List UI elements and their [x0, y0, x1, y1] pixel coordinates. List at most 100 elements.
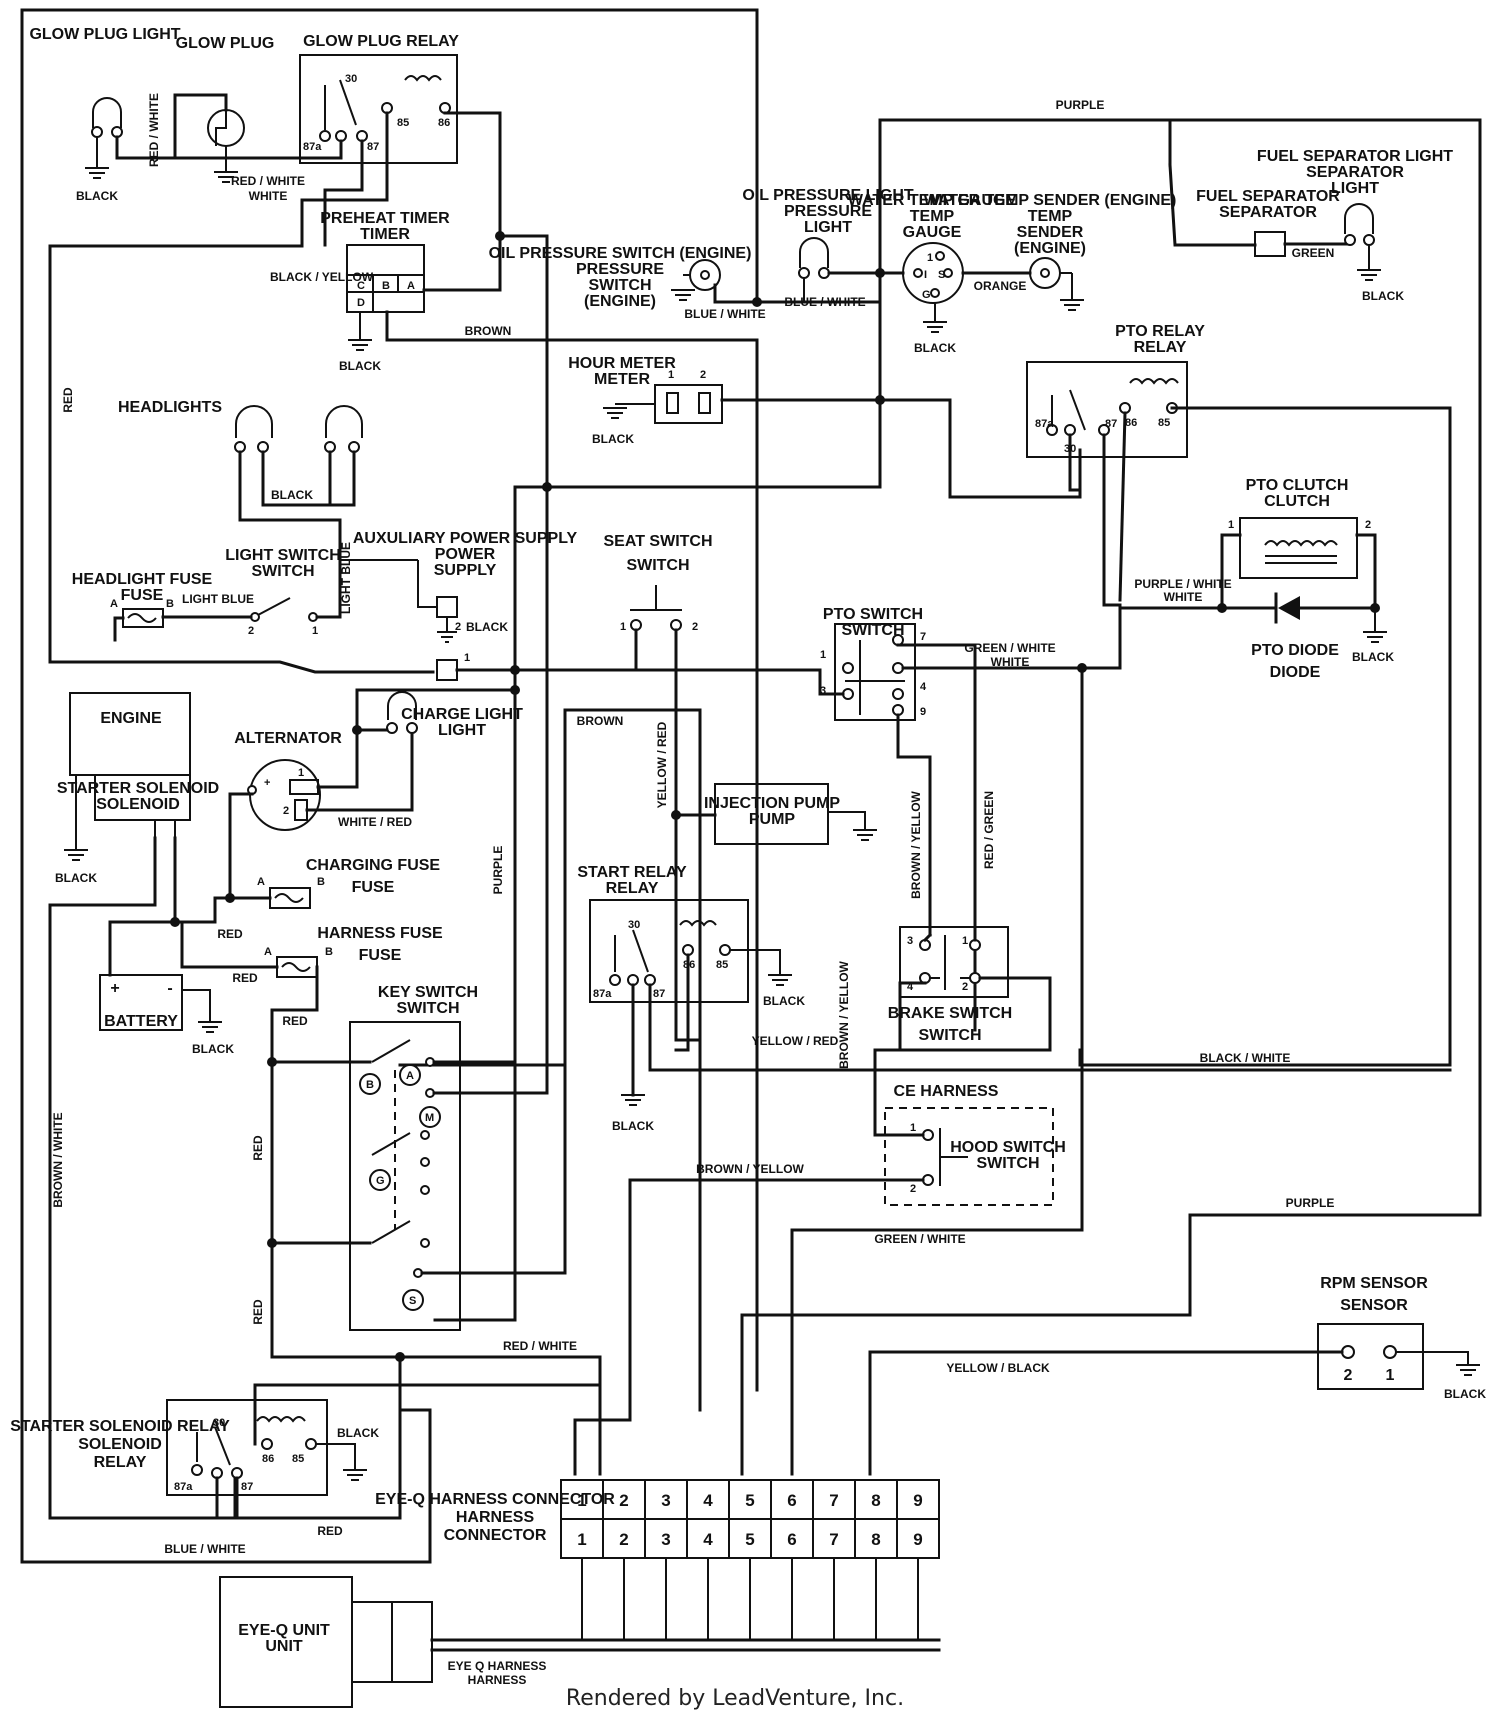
- rpm-sensor-box: [1317, 1323, 1424, 1390]
- svg-text:85: 85: [716, 959, 728, 971]
- svg-text:BLACK: BLACK: [192, 1042, 234, 1056]
- auxiliary-power-supply: AUXULIARY POWER SUPPLY POWER SUPPLY 2 BL…: [340, 530, 577, 681]
- oil-pressure-light-label: OIL PRESSURE LIGHT: [742, 187, 914, 204]
- engine-label: ENGINE: [100, 710, 162, 727]
- charge-light-label: CHARGE LIGHT: [401, 706, 523, 723]
- ground-icon: [64, 849, 88, 861]
- coil-icon: [679, 920, 717, 927]
- svg-text:BLUE / WHITE: BLUE / WHITE: [164, 1542, 245, 1556]
- ce-harness-label: CE HARNESS: [894, 1083, 999, 1100]
- lamp-icon: [92, 97, 122, 128]
- svg-text:SUPPLY: SUPPLY: [434, 562, 497, 579]
- svg-text:B: B: [317, 876, 325, 888]
- seat-switch: SEAT SWITCH SWITCH 1 2 YELLOW / RED: [603, 533, 713, 1042]
- svg-text:PRESSURE: PRESSURE: [784, 203, 872, 220]
- svg-text:BROWN / YELLOW: BROWN / YELLOW: [837, 960, 851, 1068]
- ce-harness: CE HARNESS 1 2 HOOD SWITCH SWITCH BROWN …: [573, 1048, 1066, 1476]
- svg-text:YELLOW / BLACK: YELLOW / BLACK: [946, 1361, 1050, 1375]
- preheat-timer-label: PREHEAT TIMER: [320, 210, 450, 227]
- wire-label-black: BLACK: [76, 189, 118, 203]
- key-switch-label: KEY SWITCH: [378, 984, 478, 1001]
- wire-label-brown-white: BROWN / WHITE: [51, 1112, 65, 1207]
- ground-icon: [437, 631, 457, 643]
- eye-q-harness-label: EYE Q HARNESS: [448, 1659, 547, 1673]
- svg-text:BLUE / WHITE: BLUE / WHITE: [684, 307, 765, 321]
- ce-harness-box: [884, 1107, 1054, 1206]
- svg-text:86: 86: [262, 1453, 274, 1465]
- svg-text:HARNESS: HARNESS: [468, 1673, 527, 1687]
- svg-text:SENDER: SENDER: [1017, 224, 1084, 241]
- wire-label-red-left: RED: [61, 387, 75, 413]
- svg-text:9: 9: [920, 706, 926, 718]
- glow-plug-label: GLOW PLUG: [176, 35, 275, 52]
- wire-label-red-white-2: WHITE: [249, 189, 288, 203]
- svg-text:TEMP: TEMP: [910, 208, 955, 225]
- svg-text:A: A: [257, 876, 265, 888]
- ground-icon: [214, 171, 238, 183]
- svg-text:GAUGE: GAUGE: [903, 224, 962, 241]
- svg-text:METER: METER: [594, 371, 650, 388]
- svg-text:A: A: [264, 946, 272, 958]
- lamp-icon: [235, 405, 273, 438]
- svg-text:GREEN / WHITE: GREEN / WHITE: [964, 641, 1055, 655]
- ground-icon: [768, 974, 792, 986]
- svg-text:3: 3: [907, 935, 913, 947]
- svg-text:2: 2: [700, 369, 706, 381]
- svg-text:BLACK: BLACK: [55, 871, 97, 885]
- svg-text:YELLOW / RED: YELLOW / RED: [655, 721, 669, 808]
- lamp-icon: [325, 405, 363, 438]
- light-switch-label: LIGHT SWITCH: [225, 547, 341, 564]
- svg-text:87a: 87a: [174, 1481, 193, 1493]
- aux-connector: [436, 596, 458, 618]
- relay-box: [299, 54, 458, 164]
- svg-text:GREEN / WHITE: GREEN / WHITE: [874, 1232, 965, 1246]
- svg-text:SEPARATOR: SEPARATOR: [1306, 164, 1404, 181]
- glow-plug: GLOW PLUG RED / WHITE WHITE: [176, 35, 305, 203]
- svg-text:SWITCH: SWITCH: [841, 622, 904, 639]
- injection-pump: INJECTION PUMP PUMP: [674, 783, 877, 845]
- svg-text:1: 1: [668, 369, 674, 381]
- svg-text:1: 1: [1228, 519, 1234, 531]
- connector-pin-label: 5: [745, 1491, 754, 1510]
- seat-switch-label: SEAT SWITCH: [603, 533, 712, 550]
- svg-text:87: 87: [241, 1481, 253, 1493]
- svg-text:30: 30: [628, 919, 640, 931]
- oil-pressure-switch-label: OIL PRESSURE SWITCH (ENGINE): [489, 245, 752, 262]
- svg-text:WHITE: WHITE: [991, 655, 1030, 669]
- svg-text:SENSOR: SENSOR: [1340, 1297, 1408, 1314]
- ground-icon: [923, 321, 947, 333]
- svg-text:PURPLE / WHITE: PURPLE / WHITE: [1134, 577, 1231, 591]
- eye-q-connector-label: EYE-Q HARNESS CONNECTOR: [375, 1491, 615, 1508]
- svg-text:2: 2: [1344, 1367, 1353, 1384]
- svg-text:(ENGINE): (ENGINE): [584, 293, 656, 310]
- svg-text:PURPLE: PURPLE: [1286, 1196, 1335, 1210]
- coil-icon: [1129, 378, 1179, 385]
- svg-text:WHITE / RED: WHITE / RED: [338, 815, 412, 829]
- svg-text:BLACK: BLACK: [592, 432, 634, 446]
- svg-text:FUSE: FUSE: [359, 947, 402, 964]
- svg-text:PRESSURE: PRESSURE: [576, 261, 664, 278]
- svg-text:(ENGINE): (ENGINE): [1014, 240, 1086, 257]
- connector-pin-label: 2: [619, 1491, 628, 1510]
- svg-text:BLACK: BLACK: [466, 620, 508, 634]
- pto-clutch-label: PTO CLUTCH: [1246, 477, 1349, 494]
- pto-clutch: PTO CLUTCH CLUTCH 1 2 PURPLE / WHITE WHI…: [1118, 477, 1380, 613]
- svg-text:RED: RED: [317, 1524, 343, 1538]
- ground-icon: [1456, 1364, 1480, 1376]
- starter-solenoid-relay: STARTER SOLENOID RELAY SOLENOID RELAY 30…: [10, 1339, 602, 1564]
- svg-text:1: 1: [927, 252, 933, 264]
- battery: + - BATTERY BLACK: [99, 974, 234, 1056]
- svg-text:1: 1: [820, 649, 826, 661]
- headlight-fuse-label: HEADLIGHT FUSE: [72, 571, 213, 588]
- connector-pin-label: 2: [619, 1530, 628, 1549]
- pto-switch: PTO SWITCH SWITCH 1 3 7 4 9 GREEN / WHIT…: [790, 606, 1122, 1476]
- connector-pin-label: 3: [661, 1491, 670, 1510]
- svg-text:BROWN / YELLOW: BROWN / YELLOW: [909, 790, 923, 898]
- connector-pin-label: 1: [577, 1491, 586, 1510]
- ground-icon: [1060, 299, 1084, 311]
- connector-pin-label: 8: [871, 1491, 880, 1510]
- frame-wires: [20, 8, 1482, 1564]
- hood-switch-label: HOOD SWITCH: [950, 1139, 1066, 1156]
- battery-box: [99, 974, 183, 1031]
- svg-text:UNIT: UNIT: [265, 1638, 303, 1655]
